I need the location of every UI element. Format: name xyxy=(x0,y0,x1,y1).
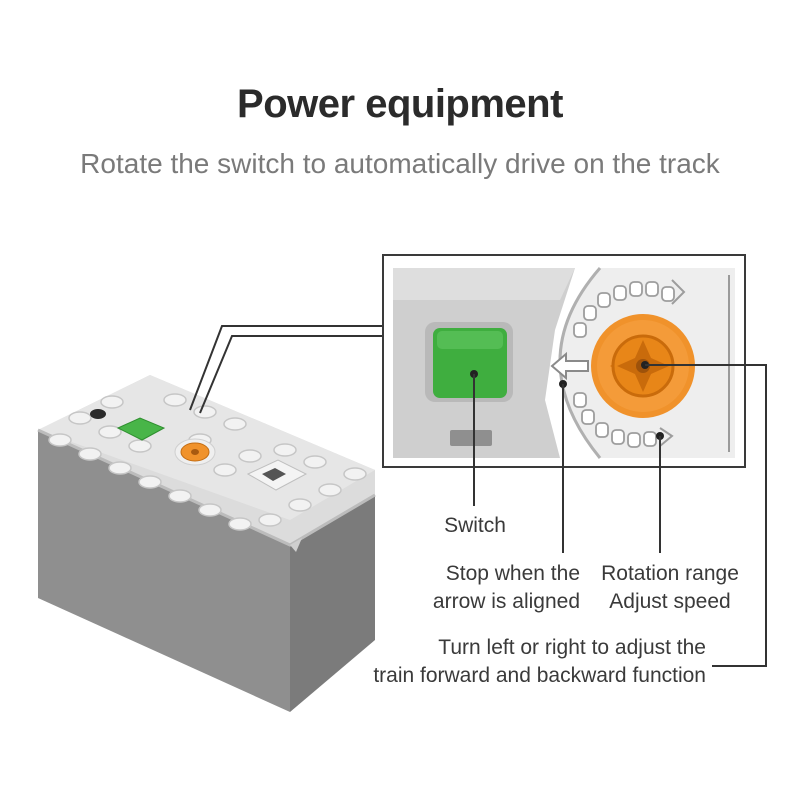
callout-lines xyxy=(470,361,767,667)
zoom-leader-line xyxy=(189,325,383,411)
page-title: Power equipment xyxy=(237,82,563,126)
switch-label-text: Switch xyxy=(444,514,506,537)
page-subtitle: Rotate the switch to automatically drive… xyxy=(80,148,720,179)
stop-label-line2: arrow is aligned xyxy=(432,590,580,613)
stop-label: Stop when the arrow is aligned xyxy=(396,560,580,616)
switch-label: Switch xyxy=(420,512,530,540)
stop-label-line1: Stop when the xyxy=(445,562,580,585)
rotation-dial-icon xyxy=(573,281,675,448)
stud-grid xyxy=(48,393,367,531)
box-port xyxy=(246,459,308,491)
stop-arrow-icon xyxy=(550,351,589,381)
rotation-label-line2: Adjust speed xyxy=(609,590,731,613)
battery-box-illustration xyxy=(37,375,376,712)
turn-label-line2: train forward and backward function xyxy=(373,664,706,687)
box-switch xyxy=(116,417,166,441)
rotation-label-line1: Rotation range xyxy=(601,562,739,585)
turn-label-line1: Turn left or right to adjust the xyxy=(438,636,706,659)
turn-label: Turn left or right to adjust the train f… xyxy=(320,634,706,690)
speed-knob xyxy=(591,314,695,418)
rotation-label: Rotation range Adjust speed xyxy=(590,560,750,616)
box-dial xyxy=(174,438,216,466)
